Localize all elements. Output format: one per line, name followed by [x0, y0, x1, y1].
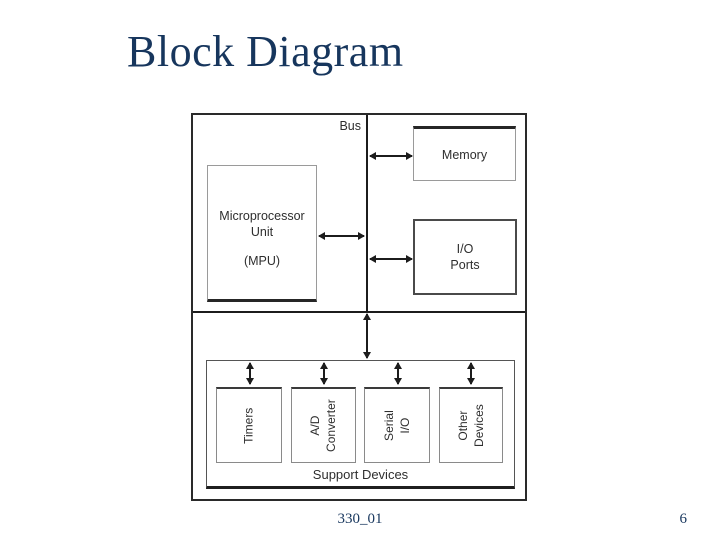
bus-io-ports-arrow-icon	[369, 255, 413, 263]
mpu-bus-arrow-icon	[318, 232, 365, 240]
timers-arrow-icon	[246, 362, 254, 385]
ad-converter-arrow-icon	[320, 362, 328, 385]
serial-io-block: Serial I/O	[364, 387, 430, 463]
section-divider-line	[193, 311, 525, 313]
serial-io-arrow-icon	[394, 362, 402, 385]
other-devices-arrow-icon	[467, 362, 475, 385]
memory-block: Memory	[413, 126, 516, 181]
timers-label: Timers	[241, 407, 256, 444]
bus-line	[366, 115, 368, 311]
other-devices-label: Other Devices	[455, 404, 485, 447]
support-devices-label: Support Devices	[312, 467, 409, 482]
ad-converter-block: A/D Converter	[291, 387, 356, 463]
mpu-label: Microprocessor Unit	[219, 209, 305, 239]
memory-label: Memory	[441, 147, 488, 162]
block-diagram-frame: Bus Memory Microprocessor Unit (MPU) I/O…	[191, 113, 527, 501]
io-ports-block: I/O Ports	[413, 219, 517, 295]
bus-memory-arrow-icon	[369, 152, 413, 160]
mpu-block: Microprocessor Unit (MPU)	[207, 165, 317, 302]
mpu-abbrev-label: (MPU)	[243, 254, 281, 268]
io-ports-label: I/O Ports	[450, 242, 480, 272]
bus-label: Bus	[339, 119, 361, 133]
footer-doc-id: 330_01	[337, 511, 383, 527]
footer-page-number: 6	[679, 511, 688, 527]
ad-converter-label: A/D Converter	[307, 399, 338, 452]
slide-title: Block Diagram	[127, 27, 404, 76]
timers-block: Timers	[216, 387, 282, 463]
other-devices-block: Other Devices	[439, 387, 503, 463]
serial-io-label: Serial I/O	[381, 410, 411, 441]
bus-support-arrow-icon	[363, 313, 371, 359]
